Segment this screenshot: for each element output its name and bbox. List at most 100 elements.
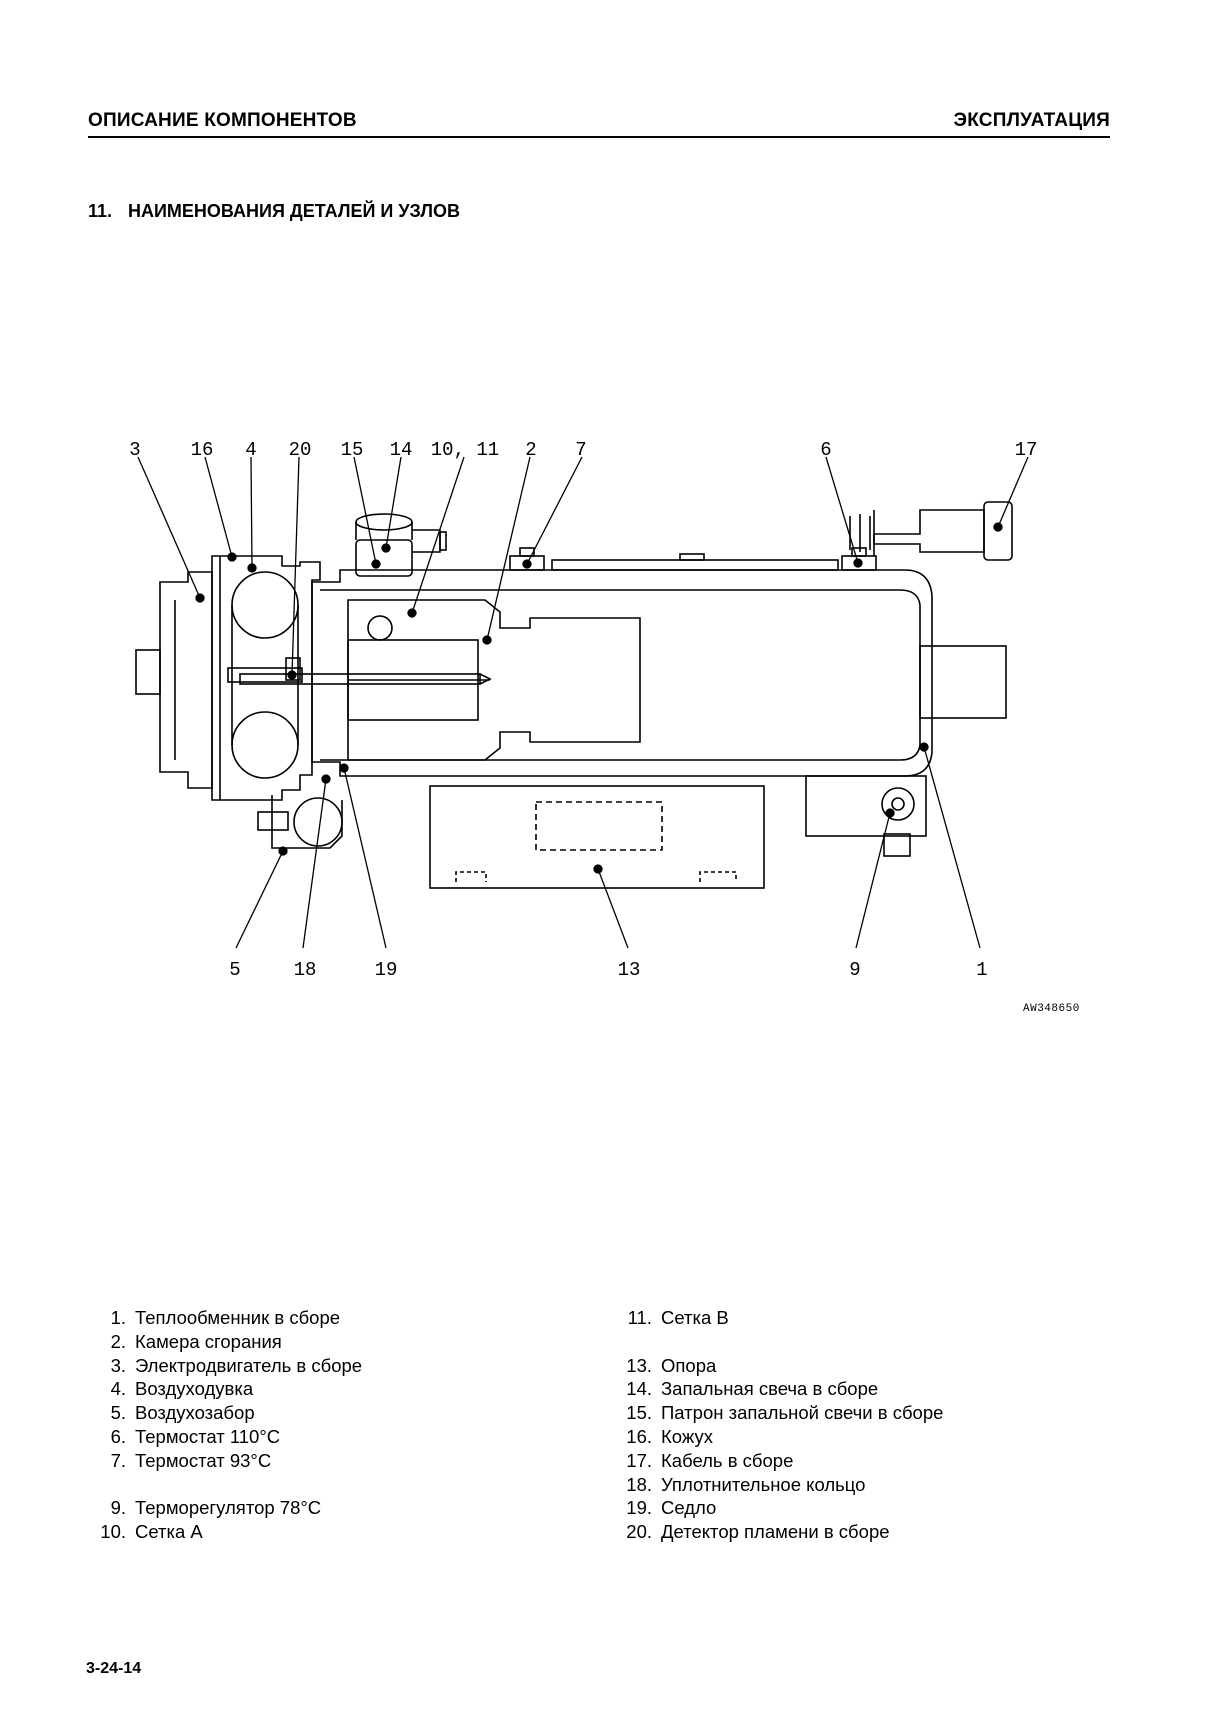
legend-number: 7. [110,1449,126,1471]
legend-number: 4. [110,1378,126,1400]
legend-text: Терморегулятор 78°C [135,1497,322,1519]
legend-number: 6. [110,1425,126,1447]
legend-text: Седло [661,1497,717,1519]
legend-item: 7. Термостат 93°C [86,1449,362,1473]
legend-item: 14. Запальная свеча в сборе [612,1377,943,1401]
legend-number: 1. [110,1307,126,1328]
legend-item: 1. Теплообменник в сборе [86,1306,362,1330]
header-left: ОПИСАНИЕ КОМПОНЕНТОВ [88,110,357,131]
legend-text: Детектор пламени в сборе [661,1521,890,1543]
callout-17: 17 [1015,439,1038,461]
callout-labels: 3 16 4 20 15 14 10, 11 2 7 6 17 5 18 19 … [129,439,1037,981]
legend-number: 15. [626,1402,652,1424]
blower-wheel-top [231,571,299,639]
callout-18: 18 [294,959,317,981]
legend-item: 19. Седло [612,1496,943,1520]
blower-housing [211,555,321,801]
legend-number: 17. [626,1449,652,1471]
callout-10-11: 10, 11 [431,439,499,461]
heater-drawing [135,501,1013,889]
combustion-chamber [347,599,641,761]
legend-item: 11. Сетка В [612,1306,943,1330]
header-rule [88,136,1110,138]
legend-item: 16. Кожух [612,1425,943,1449]
legend-item: 3. Электродвигатель в сборе [86,1354,363,1378]
legend-text: Кожух [661,1425,713,1447]
legend-text: Запальная свеча в сборе [661,1378,879,1400]
legend-number: 14. [626,1378,652,1400]
legend-text: Теплообменник в сборе [135,1307,341,1328]
legend-item: 15. Патрон запальной свечи в сборе [612,1401,943,1425]
legend-text: Воздухозабор [135,1402,255,1424]
top-plate [551,559,839,571]
legend-item-empty [86,1473,362,1497]
header-right: ЭКСПЛУАТАЦИЯ [953,110,1110,131]
callout-7: 7 [575,439,586,461]
section-number: 11. [88,201,113,221]
flame-sensor [239,673,481,685]
legend-text: Кабель в сборе [661,1449,794,1471]
legend-text: Опора [661,1354,717,1376]
callout-19: 19 [375,959,398,981]
legend-item: 5. Воздухозабор [86,1401,362,1425]
callout-20: 20 [289,439,312,461]
callout-16: 16 [191,439,214,461]
legend-item: 2. Камера сгорания [86,1330,362,1354]
section-title-text: НАИМЕНОВАНИЯ ДЕТАЛЕЙ И УЗЛОВ [128,201,460,221]
leader-lines [137,456,1029,949]
heat-exchanger [311,569,933,777]
legend-item: 4. Воздуходувка [86,1377,362,1401]
callout-6: 6 [820,439,831,461]
legend-text: Патрон запальной свечи в сборе [661,1402,944,1424]
legend-number: 18. [626,1473,652,1495]
legend-left: 1. Теплообменник в сборе 2. Камера сгорани… [86,1306,362,1544]
callout-15: 15 [341,439,364,461]
exhaust-outlet [919,645,1007,719]
callout-5: 5 [229,959,240,981]
callout-14: 14 [390,439,413,461]
support [429,785,765,889]
legend-number: 9. [110,1497,126,1519]
legend-number: 16. [626,1425,652,1447]
legend-right: 11. Сетка В 13. Опора 14. Запальная свеча в… [612,1306,943,1544]
motor [159,571,213,789]
callout-3: 3 [129,439,140,461]
legend-item: 6. Термостат 110°C [86,1425,362,1449]
legend-text: Воздуходувка [135,1378,254,1400]
legend-item: 17. Кабель в сборе [612,1449,943,1473]
legend-item: 10. Сетка А [86,1520,362,1544]
legend-number: 13. [626,1354,652,1376]
legend-item: 9. Терморегулятор 78°C [86,1496,362,1520]
callout-1: 1 [976,959,987,981]
legend-text: Термостат 110°C [135,1425,281,1447]
legend-item-empty [612,1330,943,1354]
legend-text: Сетка В [661,1307,729,1328]
callout-2: 2 [525,439,536,461]
glow-plug-cartridge [355,539,413,577]
motor-shaft-end [135,649,161,695]
legend-text: Термостат 93°C [135,1449,272,1471]
legend-item: 20. Детектор пламени в сборе [612,1520,943,1544]
thermo-regulator-box [805,775,927,837]
legend-number: 3. [110,1354,126,1376]
section-title: 11. НАИМЕНОВАНИЯ ДЕТАЛЕЙ И УЗЛОВ [88,201,460,222]
callout-9: 9 [849,959,860,981]
legend-item: 13. Опора [612,1354,943,1378]
legend-text: Камера сгорания [135,1330,282,1352]
legend-number: 2. [110,1330,126,1352]
legend-number: 11. [627,1307,652,1328]
page-number: 3-24-14 [86,1660,142,1677]
legend-number: 10. [100,1521,126,1543]
legend-number: 19. [626,1497,652,1519]
legend-number: 5. [110,1402,126,1424]
legend-text: Электродвигатель в сборе [135,1354,363,1376]
legend-item: 18. Уплотнительное кольцо [612,1473,943,1497]
legend-text: Уплотнительное кольцо [661,1473,866,1495]
cable [873,509,985,553]
blower-wheel-bottom [231,711,299,779]
callout-13: 13 [618,959,641,981]
legend-number: 20. [626,1521,652,1543]
drawing-code: AW348650 [1023,1003,1080,1015]
legend-text: Сетка А [135,1521,203,1543]
